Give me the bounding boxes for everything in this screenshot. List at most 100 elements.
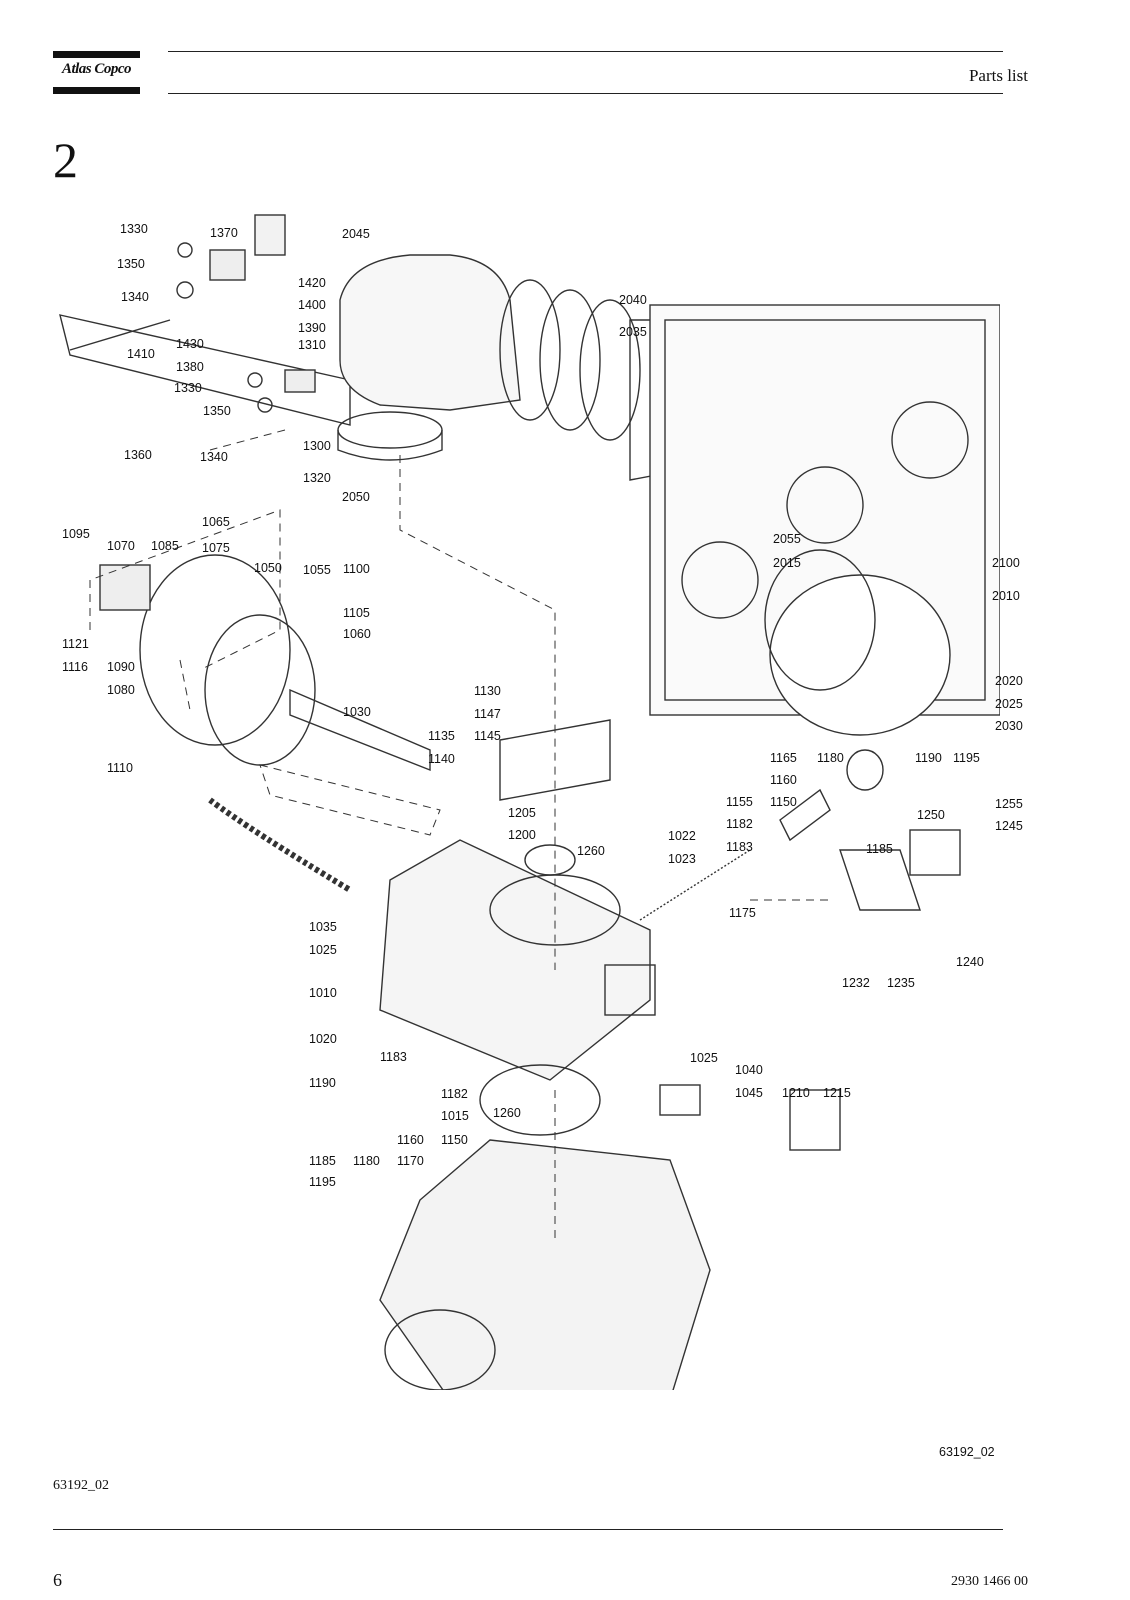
footer-rule bbox=[53, 1529, 1003, 1530]
part-label: 2010 bbox=[992, 589, 1020, 603]
part-label: 1232 bbox=[842, 976, 870, 990]
drawing-reference: 63192_02 bbox=[939, 1445, 995, 1459]
part-label: 1140 bbox=[428, 752, 455, 766]
part-label: 1040 bbox=[735, 1063, 763, 1077]
part-label: 1180 bbox=[817, 751, 844, 765]
part-label: 1410 bbox=[127, 347, 155, 361]
part-label: 1035 bbox=[309, 920, 337, 934]
part-label: 1050 bbox=[254, 561, 282, 575]
part-label: 1155 bbox=[726, 795, 753, 809]
part-label: 1030 bbox=[343, 705, 371, 719]
part-label: 1165 bbox=[770, 751, 797, 765]
regulator-housing-group bbox=[379, 719, 656, 1081]
part-label: 1150 bbox=[441, 1133, 468, 1147]
compressor-element-group bbox=[379, 1064, 841, 1390]
part-label: 1085 bbox=[151, 539, 179, 553]
section-number: 2 bbox=[53, 132, 78, 188]
part-label: 1183 bbox=[380, 1050, 407, 1064]
part-label: 2030 bbox=[995, 719, 1023, 733]
part-label: 1010 bbox=[309, 986, 337, 1000]
part-label: 2040 bbox=[619, 293, 647, 307]
header-rule-bottom bbox=[168, 93, 1003, 94]
part-label: 1110 bbox=[107, 761, 133, 775]
part-label: 1380 bbox=[176, 360, 204, 374]
part-label: 1135 bbox=[428, 729, 455, 743]
header-rule-top bbox=[168, 51, 1003, 52]
part-label: 1255 bbox=[995, 797, 1023, 811]
part-label: 1235 bbox=[887, 976, 915, 990]
part-label: 1121 bbox=[62, 637, 89, 651]
part-label: 1190 bbox=[309, 1076, 336, 1090]
logo-wordmark: Atlas Copco bbox=[61, 61, 132, 77]
part-label: 1215 bbox=[823, 1086, 851, 1100]
atlas-copco-logo: Atlas Copco bbox=[53, 51, 140, 95]
part-label: 1185 bbox=[309, 1154, 336, 1168]
part-label: 1025 bbox=[309, 943, 337, 957]
part-label: 1330 bbox=[120, 222, 148, 236]
part-label: 2015 bbox=[773, 556, 801, 570]
part-label: 1130 bbox=[474, 684, 501, 698]
part-label: 1310 bbox=[298, 338, 326, 352]
figure-reference: 63192_02 bbox=[53, 1478, 109, 1493]
part-label: 1210 bbox=[782, 1086, 810, 1100]
part-label: 1370 bbox=[210, 226, 238, 240]
part-label: 1175 bbox=[729, 906, 756, 920]
part-label: 1070 bbox=[107, 539, 135, 553]
part-label: 1170 bbox=[397, 1154, 424, 1168]
part-label: 1350 bbox=[117, 257, 145, 271]
part-label: 1090 bbox=[107, 660, 135, 674]
part-label: 1240 bbox=[956, 955, 984, 969]
part-label: 1390 bbox=[298, 321, 326, 335]
part-label: 1105 bbox=[343, 606, 370, 620]
part-label: 1430 bbox=[176, 337, 204, 351]
part-label: 1025 bbox=[690, 1051, 718, 1065]
part-label: 1205 bbox=[508, 806, 536, 820]
part-label: 1360 bbox=[124, 448, 152, 462]
part-label: 1020 bbox=[309, 1032, 337, 1046]
header-title: Parts list bbox=[968, 66, 1028, 85]
part-label: 2055 bbox=[773, 532, 801, 546]
part-label: 2100 bbox=[992, 556, 1020, 570]
part-label: 1420 bbox=[298, 276, 326, 290]
part-label: 1060 bbox=[343, 627, 371, 641]
part-label: 1160 bbox=[397, 1133, 424, 1147]
part-label: 2045 bbox=[342, 227, 370, 241]
part-label: 1160 bbox=[770, 773, 797, 787]
part-label: 1150 bbox=[770, 795, 797, 809]
part-label: 2025 bbox=[995, 697, 1023, 711]
intake-ducting-group bbox=[337, 254, 1000, 736]
unloader-group bbox=[99, 554, 431, 893]
part-label: 1015 bbox=[441, 1109, 469, 1123]
part-label: 1100 bbox=[343, 562, 370, 576]
part-label: 1080 bbox=[107, 683, 135, 697]
part-label: 1330 bbox=[174, 381, 202, 395]
part-label: 1095 bbox=[62, 527, 90, 541]
part-label: 1065 bbox=[202, 515, 230, 529]
part-label: 1320 bbox=[303, 471, 331, 485]
valve-assembly-group bbox=[59, 214, 351, 426]
part-label: 1183 bbox=[726, 840, 753, 854]
part-label: 1260 bbox=[577, 844, 605, 858]
part-label: 1045 bbox=[735, 1086, 763, 1100]
part-label: 1190 bbox=[915, 751, 942, 765]
part-label: 1260 bbox=[493, 1106, 521, 1120]
part-label: 1200 bbox=[508, 828, 536, 842]
part-label: 1195 bbox=[309, 1175, 336, 1189]
part-label: 1116 bbox=[62, 660, 88, 674]
part-label: 1145 bbox=[474, 729, 501, 743]
part-label: 1300 bbox=[303, 439, 331, 453]
part-label: 2050 bbox=[342, 490, 370, 504]
logo-bar-bottom bbox=[53, 87, 140, 94]
part-label: 1180 bbox=[353, 1154, 380, 1168]
part-label: 1185 bbox=[866, 842, 893, 856]
page-number: 6 bbox=[53, 1570, 62, 1590]
part-label: 2020 bbox=[995, 674, 1023, 688]
part-label: 1055 bbox=[303, 563, 331, 577]
part-label: 1022 bbox=[668, 829, 696, 843]
part-label: 1147 bbox=[474, 707, 501, 721]
part-label: 1182 bbox=[726, 817, 753, 831]
part-label: 1250 bbox=[917, 808, 945, 822]
part-label: 1340 bbox=[200, 450, 228, 464]
assembly-lines bbox=[89, 429, 830, 1240]
part-label: 1400 bbox=[298, 298, 326, 312]
